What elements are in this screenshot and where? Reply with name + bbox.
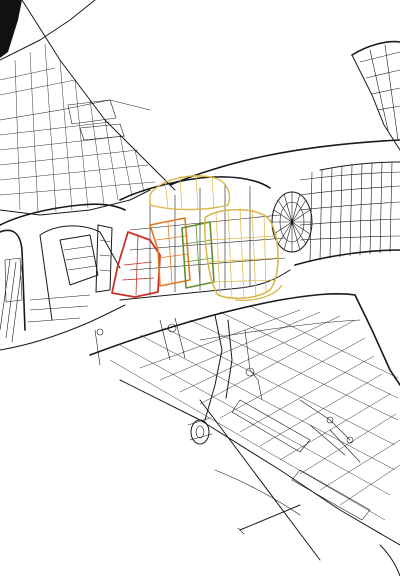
wing-root-shadow <box>0 0 22 58</box>
rear-fuselage <box>169 139 400 266</box>
highlight-yellow-component <box>149 174 283 301</box>
highlight-red-component <box>111 231 161 298</box>
lower-wing <box>89 293 400 576</box>
tail-fin <box>351 40 400 151</box>
landing-gear <box>94 314 361 463</box>
pitot-probe <box>237 504 301 535</box>
upper-wing <box>0 0 176 216</box>
cockpit-section <box>0 203 126 351</box>
engine-section <box>119 176 291 301</box>
